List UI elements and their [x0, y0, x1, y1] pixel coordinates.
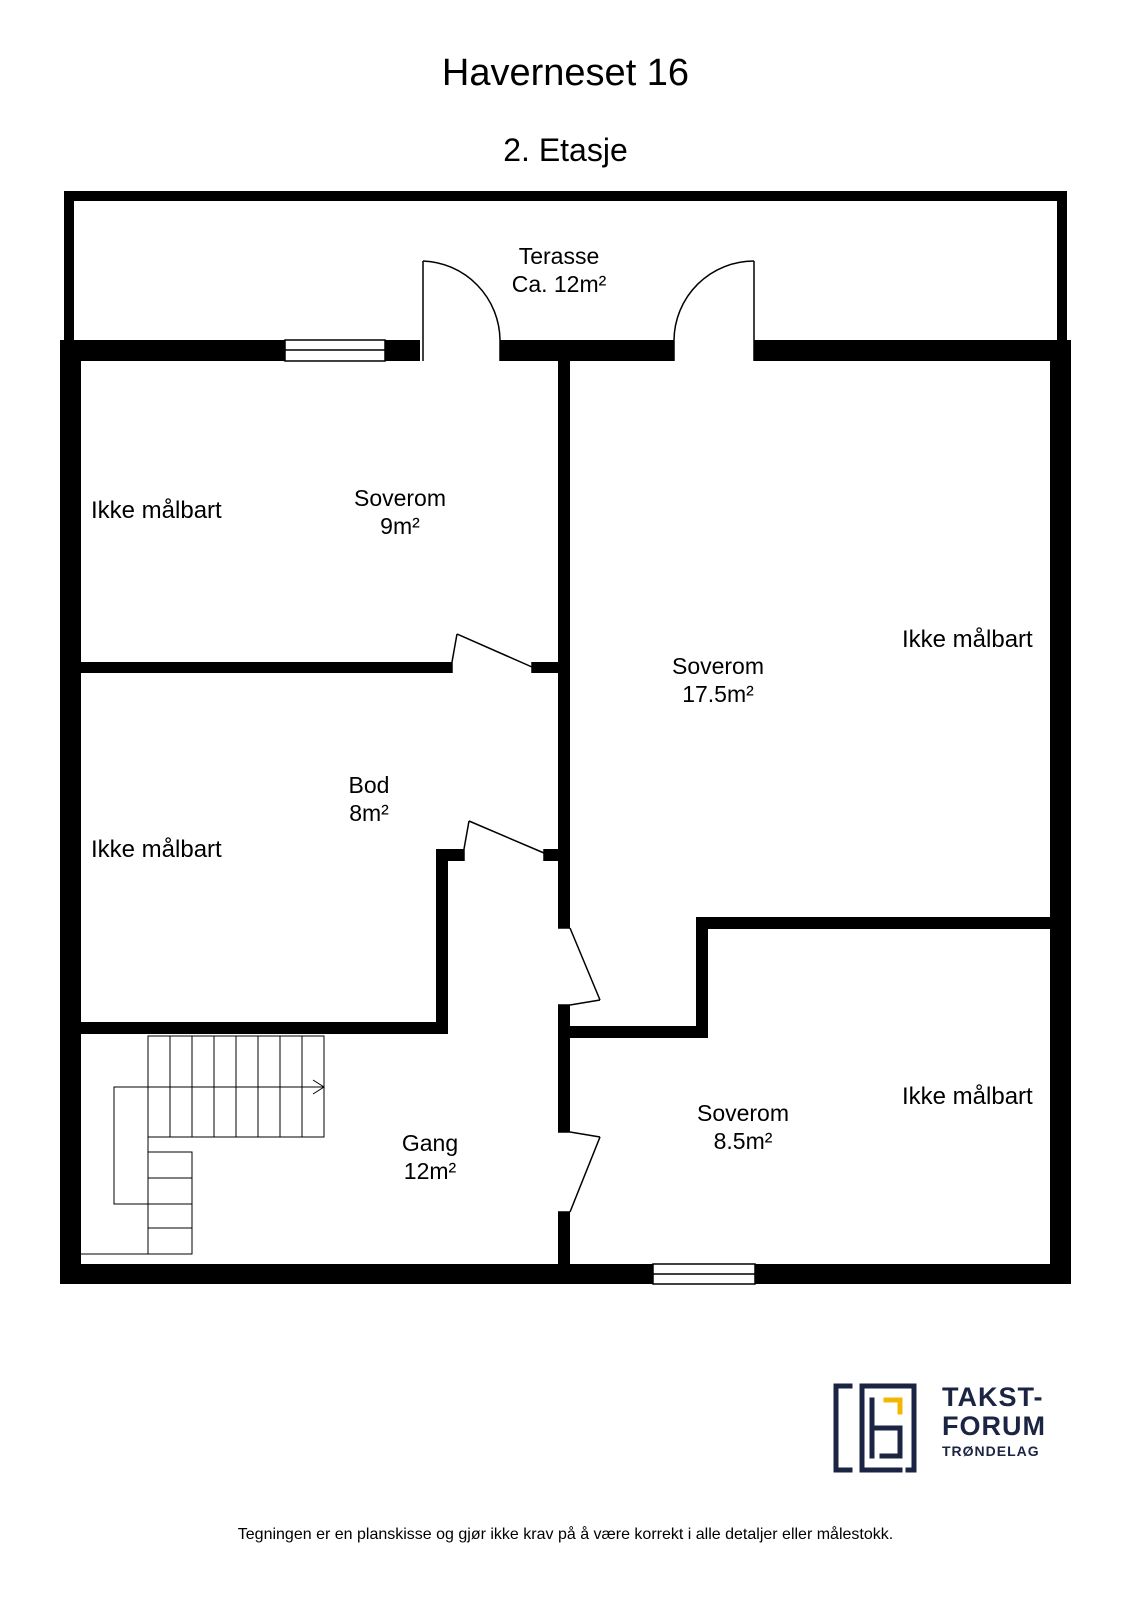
logo-line-3: TRØNDELAG	[942, 1443, 1040, 1459]
room-storage-area: 8m²	[349, 800, 389, 826]
note-not-measurable-1: Ikke målbart	[91, 497, 222, 524]
note-not-measurable-4: Ikke målbart	[902, 1083, 1033, 1110]
room-storage-name: Bod	[348, 772, 390, 798]
takstforum-logo-text: TAKST- FORUM TRØNDELAG	[942, 1382, 1046, 1459]
room-storage: Bod 8m²	[349, 771, 390, 827]
house-wall-top-a	[60, 340, 285, 361]
room-bedroom-bottom: Soverom 8.5m²	[697, 1099, 789, 1155]
wall-bottom-bedroom-step	[696, 917, 708, 1037]
room-bedroom-small-area: 9m²	[380, 513, 420, 539]
door-bedroom-small	[451, 633, 458, 663]
center-wall-5	[558, 1212, 570, 1274]
wall-bedroom-storage-b	[532, 662, 570, 673]
house-wall-top-c	[500, 340, 674, 361]
house-wall-right	[1050, 340, 1071, 1284]
staircase	[70, 1035, 325, 1255]
plan-title: Haverneset 16	[441, 52, 690, 94]
house-wall-bottom-a	[60, 1264, 653, 1284]
center-wall-2	[558, 650, 570, 850]
takstforum-logo-mark	[833, 1383, 917, 1473]
room-bedroom-bottom-area: 8.5m²	[713, 1128, 773, 1154]
room-bedroom-large: Soverom 17.5m²	[672, 652, 764, 708]
disclaimer: Tegningen er en planskisse og gjør ikke …	[237, 1526, 894, 1543]
logo-line-1: TAKST-	[942, 1382, 1044, 1412]
door-storage	[463, 820, 470, 850]
room-bedroom-large-name: Soverom	[671, 653, 765, 679]
room-hall: Gang 12m²	[402, 1129, 458, 1185]
note-not-measurable-3: Ikke målbart	[91, 836, 222, 863]
room-bedroom-large-area: 17.5m²	[682, 681, 754, 707]
note-not-measurable-2: Ikke målbart	[902, 626, 1033, 653]
terrace-wall-top	[64, 191, 1067, 201]
room-hall-name: Gang	[401, 1130, 459, 1156]
room-hall-area: 12m²	[403, 1158, 457, 1184]
wall-storage-hall-bottom	[70, 1022, 448, 1034]
wall-bedroom-storage-a	[70, 662, 452, 673]
wall-bottom-bedroom-left	[558, 1026, 708, 1038]
house-wall-top-d	[754, 340, 1071, 361]
house-wall-left	[60, 340, 81, 1284]
center-wall-3	[558, 848, 570, 928]
floor-label: 2. Etasje	[503, 132, 628, 168]
terrace-wall-left	[64, 191, 74, 344]
wall-storage-hall-b	[544, 849, 570, 861]
wall-bottom-bedroom-top	[696, 917, 1060, 929]
center-wall-1	[558, 340, 570, 685]
room-terrace-name: Terasse	[518, 243, 600, 269]
room-bedroom-small-name: Soverom	[353, 485, 447, 511]
room-terrace-area: Ca. 12m²	[511, 271, 607, 297]
takstforum-logo: TAKST- FORUM TRØNDELAG	[832, 1382, 1062, 1474]
logo-line-2: FORUM	[942, 1411, 1046, 1441]
house-wall-top-b	[385, 340, 420, 361]
room-bedroom-bottom-name: Soverom	[696, 1100, 790, 1126]
room-bedroom-small: Soverom 9m²	[354, 484, 446, 540]
room-terrace: Terasse Ca. 12m²	[512, 242, 607, 298]
center-wall-4	[558, 1005, 570, 1132]
terrace-wall-right	[1057, 191, 1067, 344]
house-wall-bottom-b	[755, 1264, 1071, 1284]
wall-storage-hall-vertical	[436, 849, 448, 1032]
